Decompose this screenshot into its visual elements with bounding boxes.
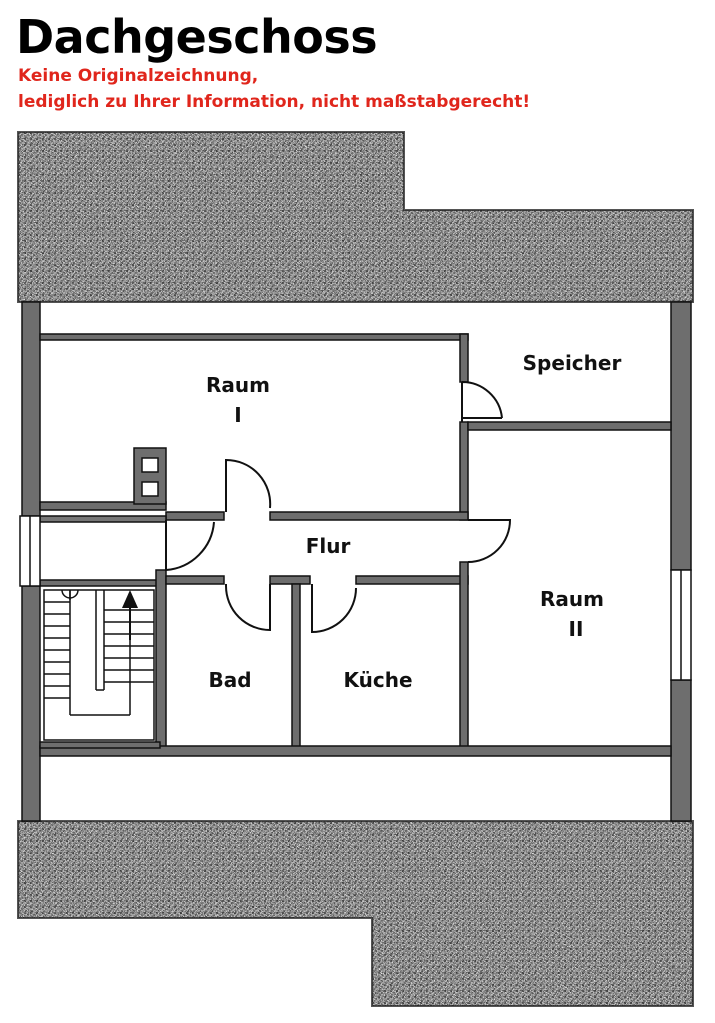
doors — [165, 380, 512, 634]
walls — [21, 301, 692, 822]
room-label-kueche: Küche — [343, 668, 412, 692]
page-title: Dachgeschoss — [16, 10, 378, 64]
roof-bottom — [17, 820, 694, 1007]
staircase — [43, 589, 155, 741]
subtitle-line-2: lediglich zu Ihrer Information, nicht ma… — [18, 92, 531, 112]
stair-arrow-icon — [122, 590, 138, 640]
subtitle-line-1: Keine Originalzeichnung, — [18, 66, 259, 86]
room-label-flur: Flur — [306, 534, 351, 558]
room-label-raum1-line2: I — [234, 403, 241, 427]
roof-top — [17, 131, 694, 303]
room-label-bad: Bad — [208, 668, 251, 692]
room-label-raum2-line2: II — [569, 617, 584, 641]
windows — [19, 515, 692, 681]
chimney-flues — [141, 457, 159, 497]
room-label-raum2-line1: Raum — [540, 587, 604, 611]
room-label-speicher: Speicher — [523, 351, 622, 375]
room-label-raum1-line1: Raum — [206, 373, 270, 397]
